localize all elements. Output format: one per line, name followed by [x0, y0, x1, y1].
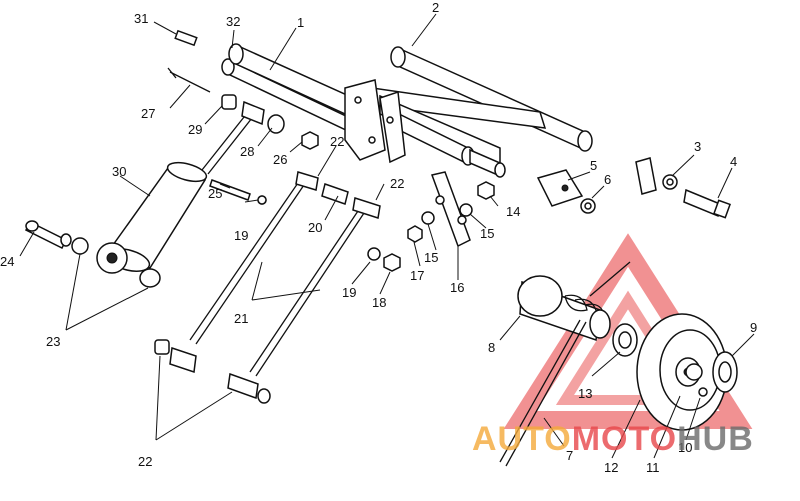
leader-lines: [19, 13, 755, 459]
rod-7: [499, 261, 631, 467]
label-11: 11: [646, 460, 660, 475]
label-15-right: 15: [480, 226, 494, 241]
label-21: 21: [234, 311, 248, 326]
bolt-27: [167, 67, 211, 93]
label-30: 30: [112, 164, 126, 179]
cap-9: [712, 351, 738, 393]
label-8: 8: [488, 340, 495, 355]
watermark-text: AUTOMOTOHUB: [472, 420, 754, 458]
torque-arm-21: [189, 171, 381, 377]
mount-bracket: [344, 79, 406, 164]
label-26: 26: [273, 152, 287, 167]
label-23: 23: [46, 334, 60, 349]
label-22-mid: 22: [390, 176, 404, 191]
nut-18: [383, 253, 401, 272]
label-12: 12: [604, 460, 618, 475]
label-3: 3: [694, 139, 701, 154]
label-2: 2: [432, 0, 439, 15]
bearing-11: [685, 363, 703, 381]
part-labels: 31 32 1 2 3 4 5 6 27 29 28 26 22 22 30 2…: [0, 0, 757, 475]
label-28: 28: [240, 144, 254, 159]
nut-17: [407, 225, 423, 243]
label-17: 17: [410, 268, 424, 283]
link-16: [431, 171, 471, 248]
label-13: 13: [578, 386, 592, 401]
bolt-4: [683, 188, 731, 219]
label-6: 6: [604, 172, 611, 187]
label-25: 25: [208, 186, 222, 201]
washer-19: [257, 195, 381, 261]
bushing-29: [221, 94, 237, 110]
label-29: 29: [188, 122, 202, 137]
label-22-bottom: 22: [138, 454, 152, 469]
spring-housing-8: [517, 275, 611, 342]
label-32: 32: [226, 14, 240, 29]
label-19-left: 19: [234, 228, 248, 243]
label-4: 4: [730, 154, 737, 169]
label-10: 10: [678, 440, 692, 455]
label-20: 20: [308, 220, 322, 235]
svg-text:AUTOMOTOHUB: AUTOMOTOHUB: [472, 420, 754, 458]
label-5: 5: [590, 158, 597, 173]
label-16: 16: [450, 280, 464, 295]
label-7: 7: [566, 448, 573, 463]
block-5: [536, 169, 584, 207]
pin-24: [24, 220, 72, 250]
label-15-left: 15: [424, 250, 438, 265]
watermark-moto: MOTO: [572, 420, 677, 458]
bushing-22-lower: [154, 339, 271, 404]
label-18: 18: [372, 295, 386, 310]
bushing-23: [71, 237, 161, 288]
bolt-14: [477, 181, 495, 200]
plate-3: [635, 157, 678, 195]
label-27: 27: [141, 106, 155, 121]
label-31: 31: [134, 11, 148, 26]
watermark-hub: HUB: [677, 420, 754, 458]
washer-13: [612, 323, 638, 357]
label-1: 1: [297, 15, 304, 30]
label-24: 24: [0, 254, 14, 269]
washer-6: [580, 198, 596, 214]
label-9: 9: [750, 320, 757, 335]
spacer-10: [698, 387, 708, 397]
nut-26: [301, 131, 319, 150]
label-19-right: 19: [342, 285, 356, 300]
shock-absorber-30: [96, 111, 253, 274]
bushing-28: [241, 100, 285, 134]
bolt-31: [174, 29, 198, 47]
watermark-auto: AUTO: [472, 420, 572, 458]
label-14: 14: [506, 204, 520, 219]
label-22-top: 22: [330, 134, 344, 149]
